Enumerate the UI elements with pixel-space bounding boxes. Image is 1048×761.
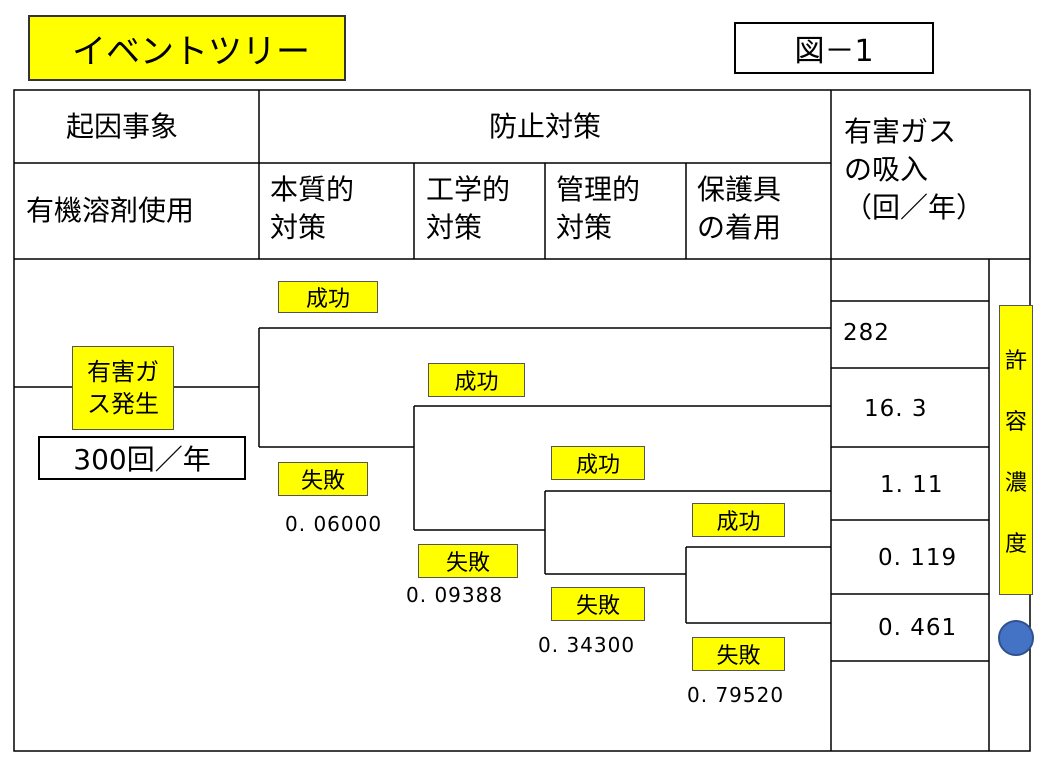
branch-success-2: 成功: [428, 363, 525, 397]
result-value-1: 282: [843, 320, 890, 346]
initiating-event-rate: 300回／年: [38, 436, 246, 480]
branch-success-4: 成功: [692, 503, 785, 537]
header-measure-administrative: 管理的対策: [556, 173, 641, 244]
initiating-event-node: 有害ガ ス発生: [72, 346, 174, 430]
failure-probability-1: 0. 06000: [285, 512, 383, 536]
branch-failure-2: 失敗: [418, 544, 518, 578]
diagram-title: イベントツリー: [28, 15, 346, 81]
figure-label: 図－1: [734, 22, 934, 74]
branch-failure-4: 失敗: [692, 637, 785, 671]
result-value-4: 0. 119: [878, 545, 958, 571]
header-result: 有害ガス の吸入 （回／年）: [844, 115, 985, 224]
concentration-marker-icon: [998, 620, 1034, 656]
branch-success-3: 成功: [551, 446, 645, 480]
branch-failure-1: 失敗: [278, 462, 368, 496]
header-measure-engineering: 工学的対策: [426, 173, 511, 244]
branch-failure-3: 失敗: [551, 587, 645, 621]
failure-probability-3: 0. 34300: [538, 633, 636, 657]
result-value-2: 16. 3: [864, 396, 928, 422]
branch-success-1: 成功: [278, 281, 378, 313]
failure-probability-4: 0. 79520: [687, 683, 785, 707]
header-initiating-event: 起因事象: [66, 110, 179, 143]
result-value-3: 1. 11: [880, 472, 944, 498]
permissible-concentration-label: 許 容 濃 度: [999, 305, 1033, 595]
header-measure-intrinsic: 本質的対策: [270, 173, 355, 244]
header-measure-ppe: 保護具の着用: [697, 173, 782, 244]
header-prevention: 防止対策: [488, 110, 601, 143]
failure-probability-2: 0. 09388: [406, 583, 504, 607]
result-value-5: 0. 461: [878, 615, 958, 641]
header-organic-solvent: 有機溶剤使用: [26, 194, 195, 227]
